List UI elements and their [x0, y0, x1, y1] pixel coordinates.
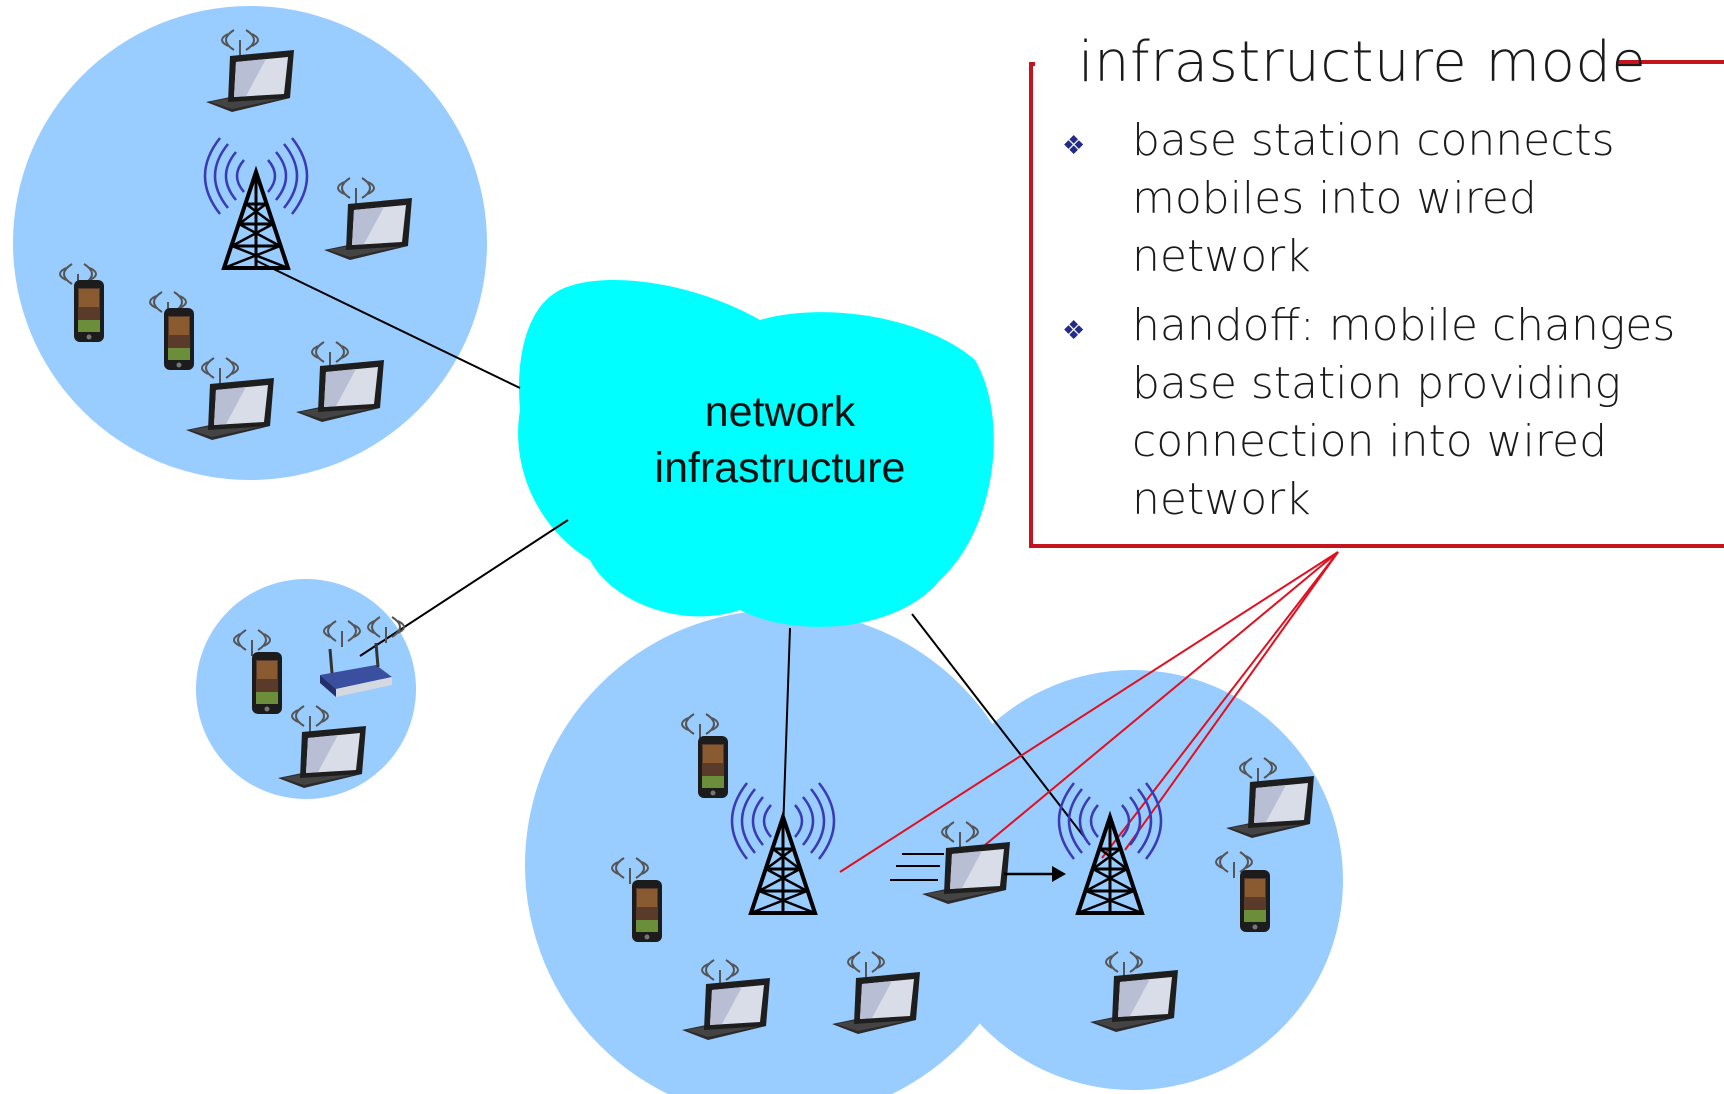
link-right-tower — [911, 613, 1086, 839]
callout-border-segment — [1618, 60, 1724, 64]
callout-title: infrastructure mode — [1078, 30, 1647, 95]
bullet-text-1: base station connects mobiles into wired… — [1132, 112, 1615, 286]
bullet-1-line-2: mobiles into wired — [1132, 173, 1537, 224]
bullet-2-line-4: network — [1132, 474, 1311, 525]
callout-pointer-lines — [839, 551, 1339, 873]
callout-box — [1029, 62, 1724, 548]
cloud-label-line-2: infrastructure — [654, 444, 906, 492]
link-top-tower — [254, 259, 521, 389]
bullet-text-2: handoff: mobile changes base station pro… — [1132, 297, 1675, 529]
link-router — [359, 519, 569, 657]
bullet-1-line-1: base station connects — [1132, 115, 1615, 166]
bullet-2-line-3: connection into wired — [1132, 416, 1608, 467]
cloud-label: network infrastructure — [620, 384, 940, 496]
wireless-cell-bottom-center — [525, 610, 1035, 1094]
cloud-label-line-1: network — [704, 388, 856, 436]
wireless-router-icon — [320, 616, 405, 697]
bullet-diamond-icon: ❖ — [1062, 130, 1086, 160]
moving-laptop-icon — [890, 821, 1010, 904]
bullet-1-line-3: network — [1132, 231, 1311, 282]
bullet-2-line-2: base station providing — [1132, 358, 1621, 409]
link-center-tower — [782, 627, 791, 833]
handoff-arrow-icon — [1004, 866, 1066, 882]
bullet-2-line-1: handoff: mobile changes — [1132, 300, 1676, 351]
bullet-diamond-icon: ❖ — [1062, 315, 1086, 345]
network-cloud — [518, 280, 994, 627]
callout-border-segment — [1029, 62, 1035, 66]
